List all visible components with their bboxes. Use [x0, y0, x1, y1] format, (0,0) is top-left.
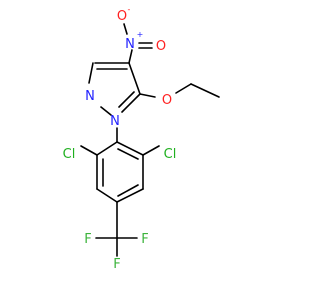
- bond-ar-6-1: [116, 141, 144, 156]
- bond-c5-n1-double-b: [118, 91, 135, 108]
- bond-c3-n2: [88, 62, 94, 84]
- charge-plus: +: [137, 30, 144, 39]
- bond-c4-nitro: [128, 49, 133, 64]
- bond-ar-1-2: [96, 141, 118, 156]
- atom-nitro-n: N: [125, 37, 135, 52]
- bond-ar-cl-right: [142, 145, 160, 156]
- bond-ar-3-4: [96, 188, 118, 203]
- bond-c5-n1-double-a: [121, 93, 141, 113]
- bond-ar-4-5-inner: [117, 184, 139, 197]
- bond-ch2-ch3: [190, 83, 220, 98]
- bond-ar-4-5: [116, 188, 144, 203]
- bond-ar-6-1-inner: [117, 148, 139, 160]
- bond-ar-cl-left: [80, 145, 98, 156]
- bonds: [80, 23, 220, 257]
- atom-f-right: F: [141, 232, 148, 247]
- structure-canvas: N + O - O N N O Cl Cl F F F: [63, 5, 220, 272]
- atom-ring-n1: N: [110, 114, 120, 129]
- bond-n2-n1: [100, 106, 112, 116]
- charge-minus: -: [128, 5, 131, 14]
- atom-nitro-o-right: O: [156, 39, 166, 54]
- atom-ring-n2: N: [85, 89, 95, 104]
- atom-f-left: F: [84, 232, 91, 247]
- bond-nitro-o-top: [123, 23, 128, 35]
- atom-cl-right: Cl: [164, 147, 177, 162]
- bond-c5-o: [139, 93, 156, 98]
- bond-c4-c5: [128, 62, 141, 95]
- atom-f-bottom: F: [113, 257, 120, 272]
- molecule-diagram: N + O - O N N O Cl Cl F F F: [63, 5, 220, 272]
- atom-ether-o: O: [162, 93, 172, 108]
- bond-o-ch2: [175, 83, 192, 94]
- atom-labels: N + O - O N N O Cl Cl F F F: [63, 5, 177, 272]
- atom-nitro-o-top: O: [117, 9, 127, 24]
- atom-cl-left: Cl: [63, 147, 76, 162]
